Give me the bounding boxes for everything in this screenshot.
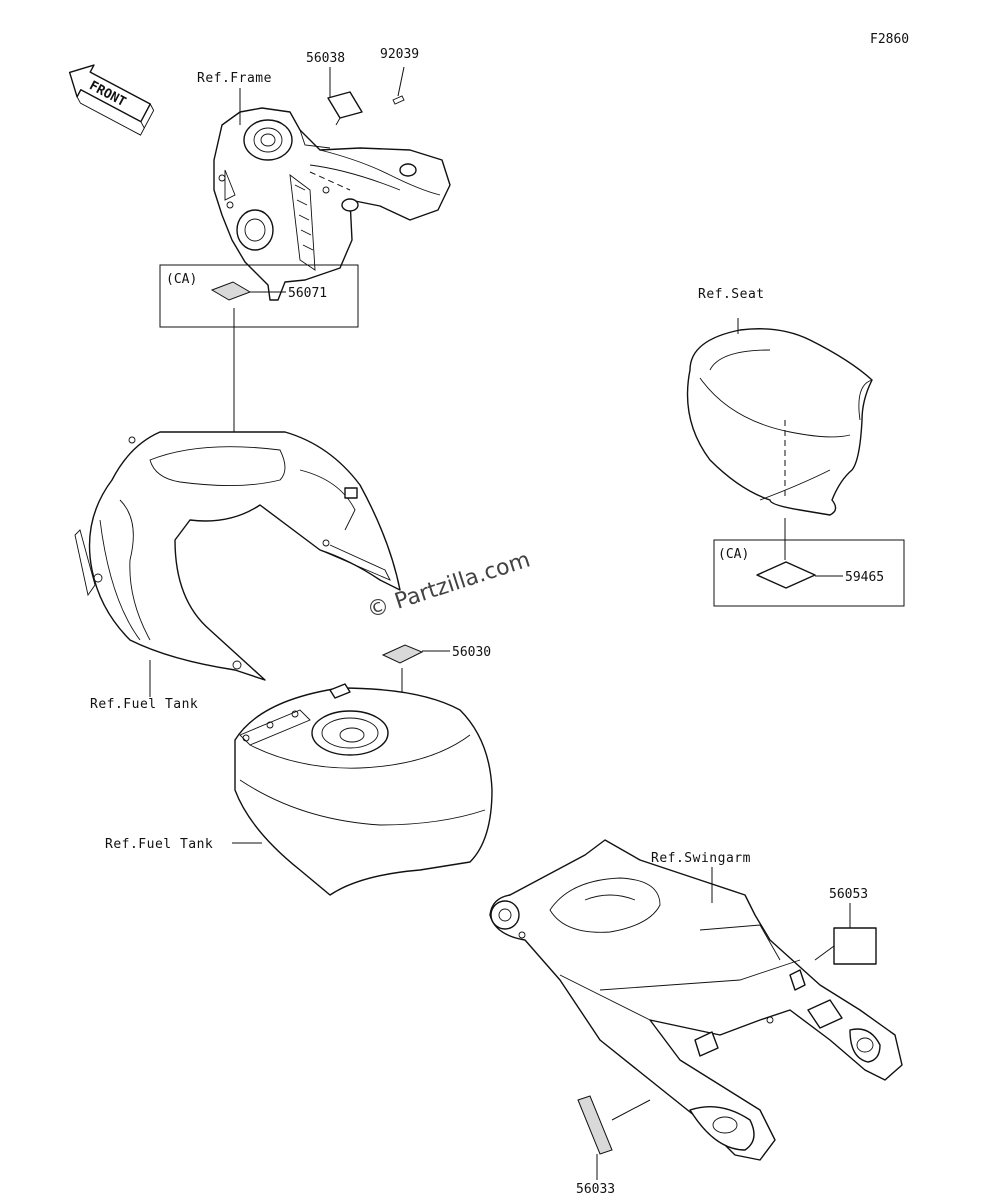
part-number-56053[interactable]: 56053: [829, 887, 868, 902]
figure-code: F2860: [870, 32, 909, 47]
part-number-59465[interactable]: 59465: [845, 570, 884, 585]
part-56038-sticker: [327, 91, 363, 126]
part-56033-sticker: [577, 1095, 613, 1155]
ref-frame-label: Ref.Frame: [197, 71, 272, 86]
part-number-56033[interactable]: 56033: [576, 1182, 615, 1197]
ca-box-seat: [713, 539, 905, 607]
part-92039-clip: [392, 95, 405, 105]
frame-illustration: [213, 107, 451, 301]
part-59465-sticker: [756, 561, 816, 589]
part-56030-sticker: [381, 644, 424, 664]
part-56053-sticker: [833, 927, 877, 965]
part-number-56071[interactable]: 56071: [288, 286, 327, 301]
ca-label-tank-cover: (CA): [166, 272, 197, 287]
ref-swingarm-label: Ref.Swingarm: [651, 851, 751, 866]
part-56071-sticker: [210, 281, 252, 301]
ca-box-tank-cover: [159, 264, 359, 328]
fuel-tank-illustration: [234, 683, 493, 896]
fuel-tank-cover-illustration: [74, 431, 401, 681]
ref-fuel-tank-cover-label: Ref.Fuel Tank: [90, 697, 198, 712]
part-number-56038[interactable]: 56038: [306, 51, 345, 66]
ref-fuel-tank-label: Ref.Fuel Tank: [105, 837, 213, 852]
part-number-56030[interactable]: 56030: [452, 645, 491, 660]
swingarm-illustration: [489, 839, 903, 1161]
ref-seat-label: Ref.Seat: [698, 287, 765, 302]
ca-label-seat: (CA): [718, 547, 749, 562]
part-number-92039[interactable]: 92039: [380, 47, 419, 62]
front-arrow-icon: FRONT: [68, 64, 155, 136]
seat-illustration: [686, 328, 873, 516]
